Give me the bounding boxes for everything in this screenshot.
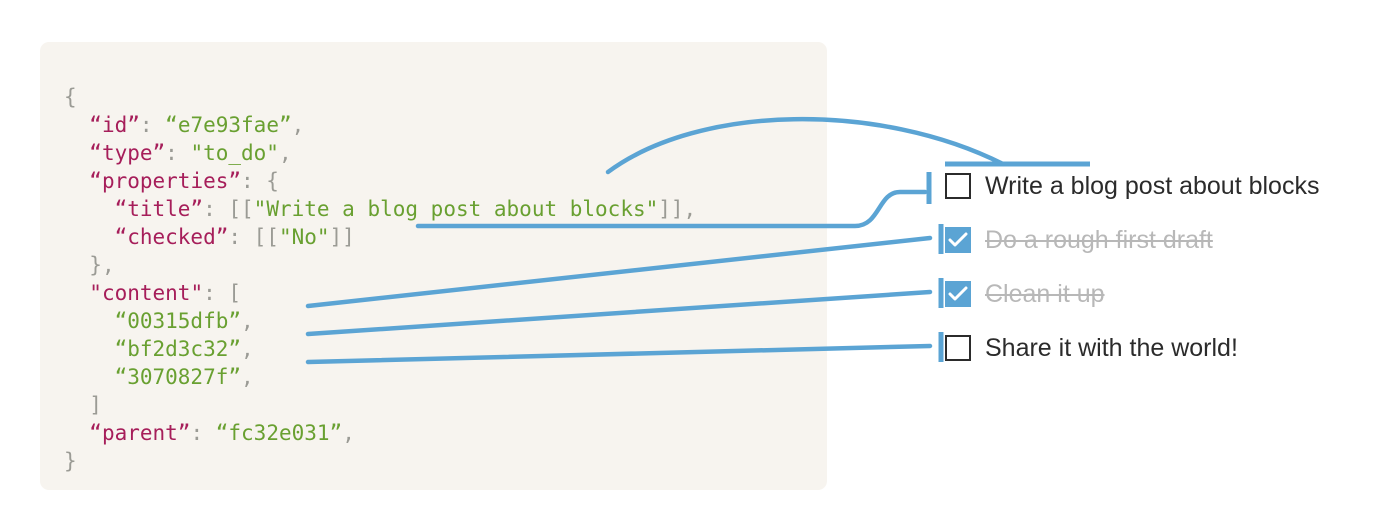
json-punctuation: ,	[241, 309, 254, 333]
json-code-line: “properties”: {	[64, 167, 696, 195]
json-code-line: “bf2d3c32”,	[64, 335, 696, 363]
json-punctuation: :	[139, 113, 166, 137]
json-punctuation: : [[	[228, 225, 279, 249]
json-punctuation: },	[89, 253, 115, 277]
json-string-value: "No"	[278, 225, 330, 249]
json-code-block: { “id”: “e7e93fae”, “type”: "to_do", “pr…	[64, 83, 696, 475]
json-code-line: “title”: [["Write a blog post about bloc…	[64, 195, 697, 223]
json-code-line: “type”: "to_do",	[64, 139, 696, 167]
json-punctuation: : {	[241, 169, 279, 193]
json-key: “type”	[89, 141, 166, 165]
checkbox-empty-icon[interactable]	[945, 173, 971, 199]
list-item-label: Do a rough first draft	[985, 225, 1213, 254]
json-punctuation: }	[64, 449, 77, 473]
list-item-label: Write a blog post about blocks	[985, 171, 1320, 200]
list-item[interactable]: Do a rough first draft	[945, 223, 1213, 257]
json-string-value: “3070827f”	[114, 365, 242, 389]
json-punctuation: ,	[342, 421, 355, 445]
checkbox-empty-icon[interactable]	[945, 335, 971, 361]
checkbox-checked-icon[interactable]	[945, 227, 971, 253]
json-string-value: "Write a blog post about blocks"	[253, 197, 659, 221]
list-item-label: Share it with the world!	[985, 333, 1238, 362]
json-code-line: {	[64, 83, 696, 111]
json-code-panel: { “id”: “e7e93fae”, “type”: "to_do", “pr…	[40, 42, 827, 490]
json-code-line: “id”: “e7e93fae”,	[64, 111, 696, 139]
list-item[interactable]: Clean it up	[945, 277, 1105, 311]
json-string-value: "to_do"	[190, 141, 279, 165]
json-code-line: ]	[64, 391, 696, 419]
json-punctuation: ]	[89, 393, 102, 417]
json-punctuation: ,	[291, 113, 305, 137]
json-punctuation: : [[	[203, 197, 254, 221]
json-punctuation: : [	[203, 281, 242, 305]
json-punctuation: ,	[241, 365, 254, 389]
json-punctuation: {	[64, 85, 77, 109]
json-key: "content"	[89, 281, 204, 305]
json-punctuation: :	[190, 421, 216, 445]
json-code-line: }	[64, 447, 696, 475]
json-key: “checked”	[114, 225, 229, 249]
json-punctuation: ]]	[329, 225, 355, 249]
json-string-value: “fc32e031”	[215, 421, 343, 445]
list-item[interactable]: Share it with the world!	[945, 331, 1238, 365]
json-key: “properties”	[89, 169, 242, 193]
json-punctuation: :	[165, 141, 191, 165]
json-code-line: “parent”: “fc32e031”,	[64, 419, 696, 447]
json-string-value: “00315dfb”	[114, 309, 242, 333]
json-punctuation: ]],	[658, 197, 697, 221]
json-code-line: “00315dfb”,	[64, 307, 696, 335]
json-code-line: "content": [	[64, 279, 696, 307]
json-code-line: },	[64, 251, 696, 279]
list-item[interactable]: Write a blog post about blocks	[945, 169, 1319, 203]
json-key: “parent”	[89, 421, 191, 445]
json-punctuation: ,	[241, 337, 254, 361]
json-code-line: “3070827f”,	[64, 363, 696, 391]
checkbox-checked-icon[interactable]	[945, 281, 971, 307]
json-code-line: “checked”: [["No"]]	[64, 223, 696, 251]
list-item-label: Clean it up	[985, 279, 1105, 308]
json-key: “title”	[114, 197, 204, 221]
json-key: “id”	[89, 113, 140, 137]
json-punctuation: ,	[278, 141, 292, 165]
json-string-value: “e7e93fae”	[165, 113, 292, 137]
json-string-value: “bf2d3c32”	[114, 337, 242, 361]
